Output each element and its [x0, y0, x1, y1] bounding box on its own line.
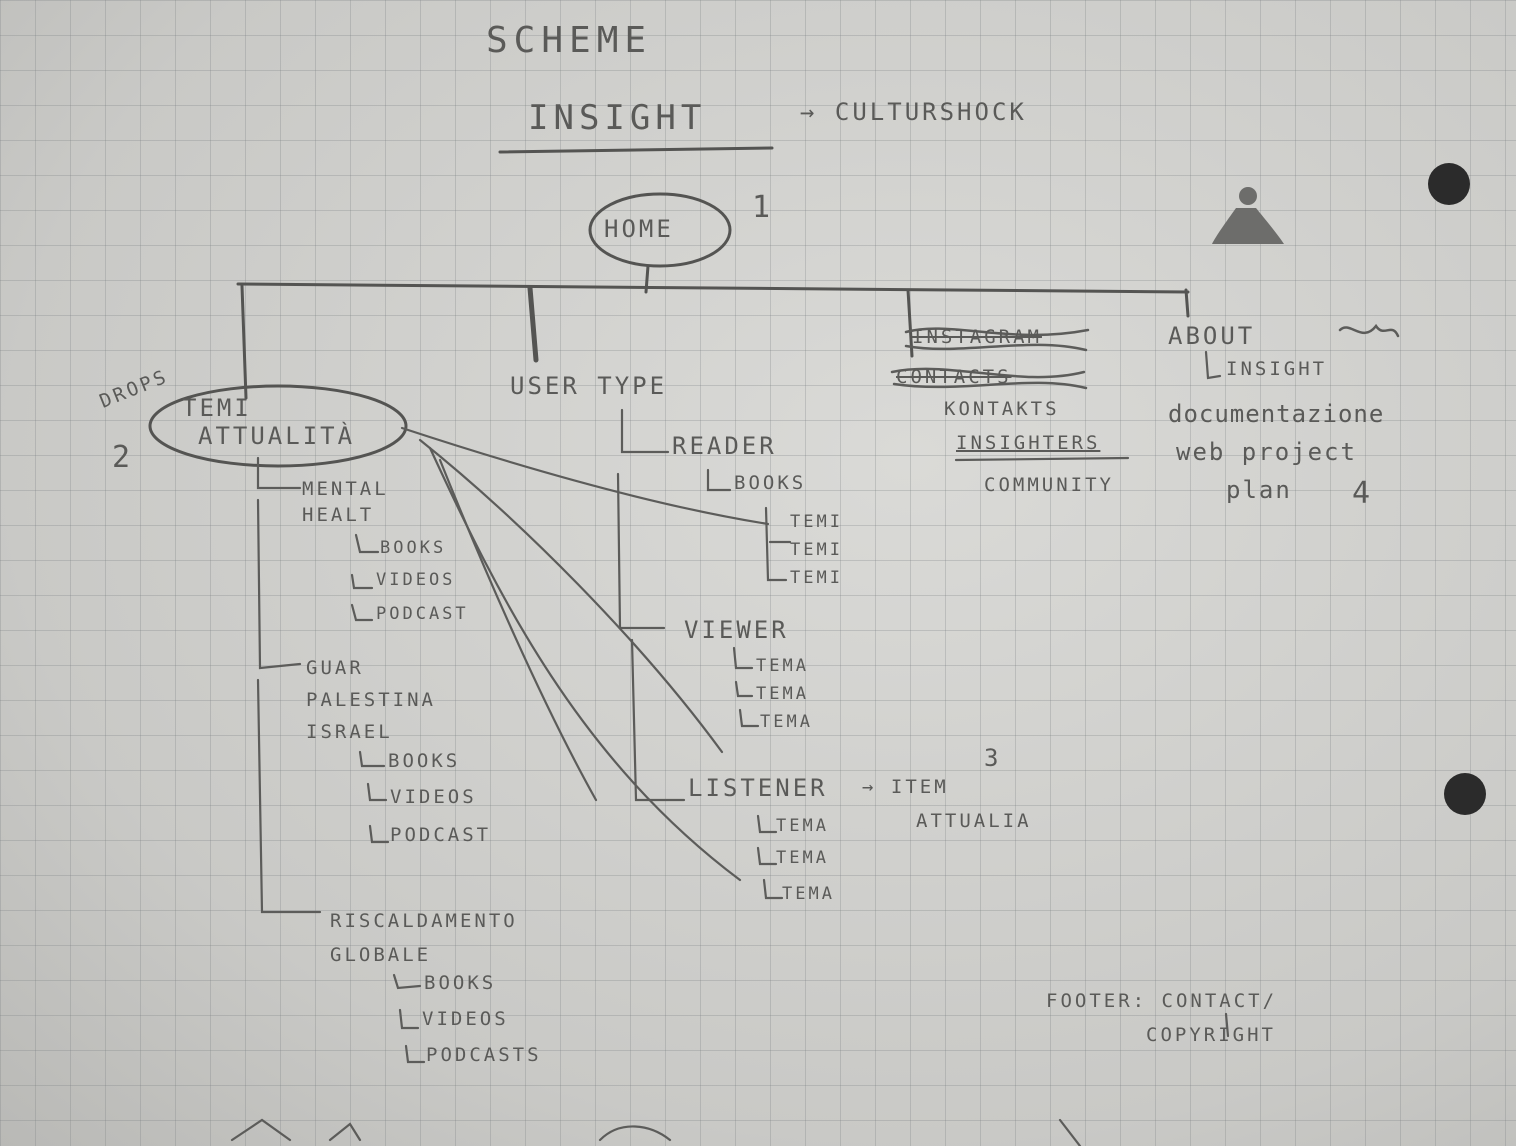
footer-note-line1: FOOTER: CONTACT/ [1046, 990, 1278, 1012]
insighters-label: INSIGHTERS [956, 432, 1101, 454]
community-label: COMMUNITY [984, 474, 1114, 496]
listener-item: TEMA [782, 884, 835, 904]
viewer-node: VIEWER [684, 616, 789, 644]
punch-hole-bottom [1444, 773, 1486, 815]
temi-node-line1: TEMI [182, 394, 252, 422]
drop-contacts [906, 288, 914, 358]
topic-item: BOOKS [380, 538, 447, 558]
reader-item: TEMI [790, 568, 843, 588]
topic-item: BOOKS [388, 750, 461, 772]
viewer-item: TEMA [756, 656, 809, 676]
drop-about [1184, 288, 1190, 318]
user-type-node: USER TYPE [510, 372, 668, 400]
listener-node: LISTENER [688, 774, 828, 802]
home-node: HOME [604, 215, 674, 243]
about-line: documentazione [1168, 400, 1385, 428]
viewer-item: TEMA [760, 712, 813, 732]
about-insight: INSIGHT [1226, 358, 1328, 380]
listener-note: ATTUALIA [916, 810, 1032, 832]
reader-books: BOOKS [734, 472, 807, 494]
listener-number: 3 [984, 744, 1002, 772]
reader-item: TEMI [790, 512, 843, 532]
topic-title: GUAR PALESTINA ISRAEL [306, 657, 436, 743]
topic-title: MENTAL HEALT [302, 478, 389, 526]
listener-item: TEMA [776, 848, 829, 868]
drop-user-type [527, 285, 539, 363]
about-line: plan [1226, 476, 1292, 504]
topic-item: VIDEOS [390, 786, 477, 808]
listener-item: TEMA [776, 816, 829, 836]
drop-temi [240, 284, 248, 400]
topic-item: VIDEOS [422, 1008, 509, 1030]
topic-title: RISCALDAMENTO GLOBALE [330, 910, 518, 966]
contacts-scribbled-1: INSTAGRAM [912, 326, 1042, 348]
punch-hole-top [1428, 163, 1470, 205]
about-node: ABOUT [1168, 322, 1256, 350]
home-ellipse [588, 192, 732, 268]
temi-number: 2 [112, 440, 134, 475]
home-number: 1 [752, 190, 774, 225]
topic-item: BOOKS [424, 972, 497, 994]
title-underline [498, 146, 774, 154]
about-number: 4 [1352, 476, 1374, 511]
contacts-line: KONTAKTS [944, 398, 1060, 420]
viewer-item: TEMA [756, 684, 809, 704]
temi-ellipse [148, 384, 408, 468]
page-subtitle: INSIGHT [528, 98, 707, 138]
culturshock-note: → CULTURSHOCK [800, 98, 1027, 126]
topic-item: PODCAST [376, 604, 469, 624]
reader-item: TEMI [790, 540, 843, 560]
topic-item: PODCASTS [426, 1044, 542, 1066]
about-line: web project [1176, 438, 1357, 466]
page-title: SCHEME [486, 20, 653, 61]
contacts-scribbled-2: CONTACTS [896, 366, 1012, 388]
temi-node-line2: ATTUALITÀ [198, 422, 356, 450]
listener-arrow-note: → ITEM [862, 776, 949, 798]
topic-item: PODCAST [390, 824, 492, 846]
topic-item: VIDEOS [376, 570, 456, 590]
top-bar [236, 282, 1190, 294]
footer-note-line2: COPYRIGHT [1146, 1024, 1276, 1046]
reader-node: READER [672, 432, 777, 460]
